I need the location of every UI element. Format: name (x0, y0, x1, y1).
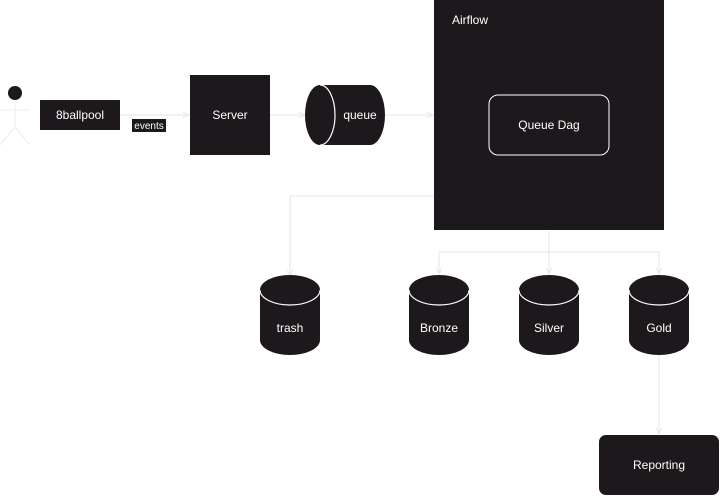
node-trash-label: trash (277, 321, 304, 335)
node-silver[interactable]: Silver (518, 275, 580, 355)
edges (120, 115, 659, 434)
node-queue-label: queue (343, 108, 377, 122)
node-bronze-label: Bronze (420, 321, 458, 335)
node-8ballpool-label: 8ballpool (56, 108, 104, 122)
node-bronze[interactable]: Bronze (408, 275, 470, 355)
node-server-label: Server (212, 108, 247, 122)
edge-label-events-text: events (134, 121, 163, 132)
node-reporting-label: Reporting (633, 458, 685, 472)
node-queue[interactable]: queue (305, 84, 385, 146)
edge-label-events: events (132, 119, 166, 132)
node-silver-label: Silver (534, 321, 564, 335)
node-8ballpool[interactable]: 8ballpool (40, 100, 120, 130)
node-queue-dag-label: Queue Dag (518, 118, 579, 132)
node-server[interactable]: Server (190, 75, 270, 155)
edge-airflow-to-gold (549, 251, 659, 274)
node-trash[interactable]: trash (259, 275, 321, 355)
node-reporting[interactable]: Reporting (599, 435, 719, 495)
node-gold-label: Gold (646, 321, 671, 335)
node-queue-dag[interactable]: Queue Dag (488, 94, 610, 156)
edge-airflow-to-trash (290, 195, 434, 276)
node-gold[interactable]: Gold (628, 275, 690, 355)
edge-airflow-to-bronze (439, 231, 550, 274)
user-actor-icon (0, 86, 31, 146)
node-airflow-label: Airflow (452, 13, 488, 27)
